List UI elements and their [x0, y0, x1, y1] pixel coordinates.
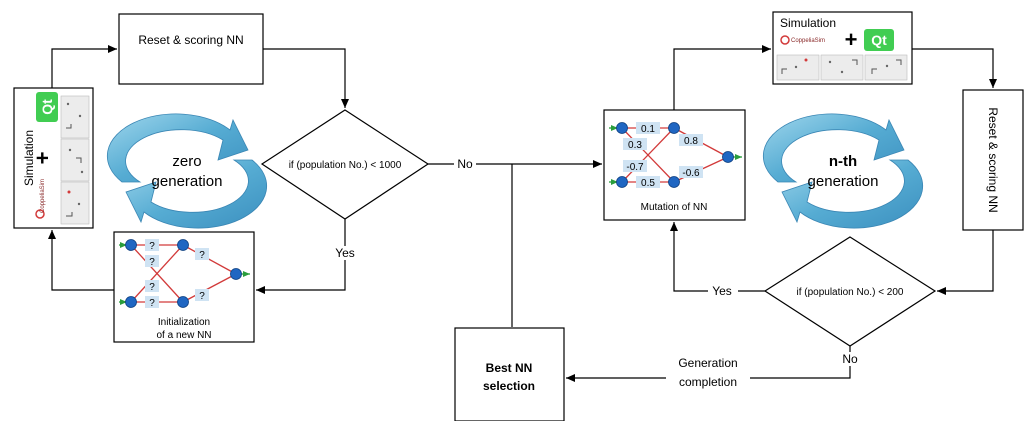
mutation-weight-2: 0.3: [628, 140, 642, 151]
mutation-weight-6: -0.6: [682, 168, 700, 179]
decision-diamond-left: if (population No.) < 1000: [260, 109, 430, 220]
cycle-label-left-1: zero: [172, 153, 201, 170]
yes-label-right: Yes: [712, 284, 732, 298]
yes-label-left: Yes: [335, 246, 355, 260]
mutation-nn-box: 0.1 0.3 -0.7 0.5 0.8 -0.6 Mutation of NN: [603, 109, 746, 221]
reset-scoring-box-right: Reset & scoring NN: [962, 89, 1024, 231]
mutation-weight-5: 0.8: [684, 136, 698, 147]
simulation-box-left: Simulation + Qt CoppeliaSim: [13, 87, 94, 229]
mutation-nn-nodes: [616, 122, 734, 188]
mutation-weight-1: 0.1: [641, 124, 655, 135]
cycle-arrows-left: zero generation: [106, 113, 268, 229]
init-weight-boxes: [145, 239, 209, 308]
decision-right-text: if (population No.) < 200: [796, 287, 903, 298]
init-weight-6: ?: [199, 291, 205, 302]
coppelia-text-right: CoppeliaSim: [791, 38, 825, 44]
decision-diamond-right: if (population No.) < 200: [763, 236, 937, 347]
generation-label-1: Generation: [678, 356, 737, 370]
init-weight-1: ?: [149, 241, 155, 252]
qt-text-left: Qt: [39, 99, 55, 115]
cycle-label-left-2: generation: [152, 173, 223, 190]
mutation-weight-3: -0.7: [626, 162, 644, 173]
simulation-title-left: Simulation: [22, 130, 36, 186]
qt-logo-left: Qt: [36, 92, 58, 122]
reset-box-right: Reset & scoring NN: [986, 107, 1000, 212]
coppeliasim-logo-left: CoppeliaSim: [35, 179, 46, 219]
plus-sign-right: +: [845, 27, 858, 52]
plus-sign-left: +: [30, 152, 55, 165]
reset-scoring-box-left: Reset & scoring NN: [118, 13, 264, 85]
cycle-label-right-2: generation: [808, 173, 879, 190]
no-label-left: No: [457, 157, 473, 171]
scene-thumbnails-left: [60, 95, 90, 225]
init-caption-1: Initialization: [158, 317, 210, 328]
init-weight-2: ?: [149, 257, 155, 268]
init-caption-2: of a new NN: [156, 330, 211, 341]
coppelia-text-left: CoppeliaSim: [40, 179, 46, 213]
simulation-box-right: Simulation CoppeliaSim + Qt: [772, 11, 913, 85]
no-label-right: No: [842, 352, 858, 366]
best-nn-selection-box: Best NN selection: [454, 327, 565, 421]
reset-box-left-line1: Reset & scoring NN: [138, 33, 243, 47]
cycle-label-right-1: n-th: [829, 153, 857, 170]
mutation-weight-4: 0.5: [641, 178, 655, 189]
scene-thumbnails-right: [776, 54, 908, 81]
qt-logo-right: Qt: [864, 29, 894, 51]
qt-text-right: Qt: [871, 32, 887, 48]
simulation-title-right: Simulation: [780, 16, 836, 30]
init-nn-nodes: [125, 239, 242, 308]
best-nn-line1: Best NN: [486, 361, 533, 375]
init-nn-box: ? ? ? ? ? ? Initialization of a new NN: [113, 231, 255, 343]
best-nn-line2: selection: [483, 379, 535, 393]
init-weight-4: ?: [149, 298, 155, 309]
mutation-caption: Mutation of NN: [641, 202, 708, 213]
decision-left-text: if (population No.) < 1000: [289, 160, 402, 171]
init-weight-3: ?: [149, 282, 155, 293]
cycle-arrows-right: n-th generation: [762, 113, 924, 229]
mutation-weight-boxes: [623, 122, 703, 188]
init-weight-5: ?: [199, 250, 205, 261]
generation-label-2: completion: [679, 375, 737, 389]
